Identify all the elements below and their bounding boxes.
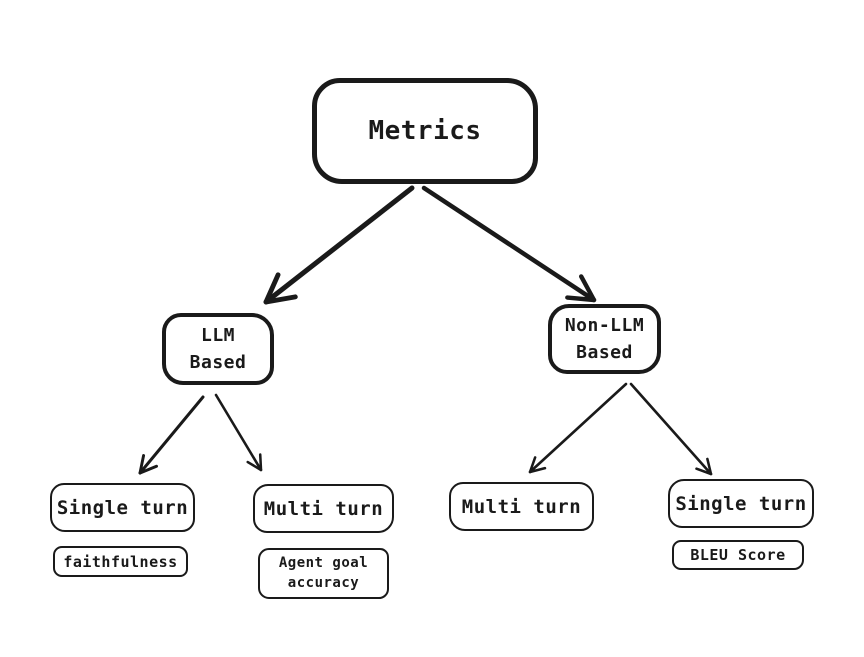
node-llm-based-label-line1: LLM [200,325,235,346]
node-bleu-score: BLEU Score [672,540,804,570]
node-non-llm-multi-turn-label: Multi turn [461,495,582,518]
node-non-llm-based: Non-LLM Based [548,304,661,374]
node-agent-goal-accuracy: Agent goal accuracy [258,548,389,599]
node-non-llm-based-label-line1: Non-LLM [564,315,645,336]
edge-llm-to-multi-turn [214,393,263,472]
node-llm-multi-turn-label: Multi turn [263,497,384,520]
edge-llm-to-single-turn [138,395,205,475]
edge-non-llm-to-single-turn [629,382,713,476]
node-faithfulness: faithfulness [53,546,188,577]
node-llm-single-turn: Single turn [50,483,195,532]
node-agent-goal-accuracy-label-line1: Agent goal [278,554,369,571]
node-llm-based: LLM Based [162,313,274,385]
node-bleu-score-label: BLEU Score [690,546,786,564]
node-faithfulness-label: faithfulness [63,552,178,571]
node-metrics: Metrics [312,78,538,184]
node-llm-multi-turn: Multi turn [253,484,394,533]
edge-metrics-to-non-llm-based [421,185,597,303]
node-non-llm-multi-turn: Multi turn [449,482,594,531]
node-metrics-label: Metrics [368,116,482,146]
node-non-llm-single-turn-label: Single turn [675,492,807,515]
node-agent-goal-accuracy-label-line2: accuracy [287,574,360,591]
edge-non-llm-to-multi-turn [528,382,628,474]
node-llm-based-label-line2: Based [189,352,247,373]
edge-metrics-to-llm-based [263,185,415,305]
node-non-llm-single-turn: Single turn [668,479,814,528]
node-llm-single-turn-label: Single turn [56,496,189,519]
node-non-llm-based-label-line2: Based [576,342,633,363]
